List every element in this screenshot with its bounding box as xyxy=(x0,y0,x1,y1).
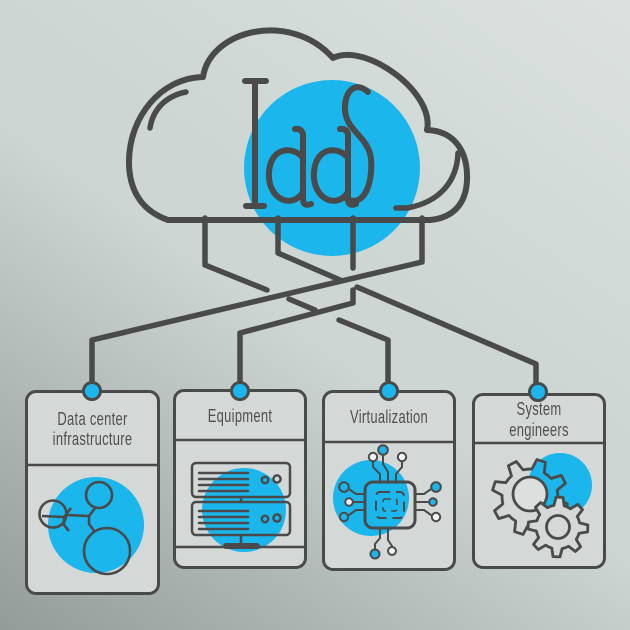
card-header: System engineers xyxy=(475,396,603,443)
connector-line-4 xyxy=(89,215,425,386)
card-system-engineers: System engineers xyxy=(472,393,606,569)
card-header: Virtualization xyxy=(325,393,453,442)
connector-line-2 xyxy=(275,215,539,386)
connector-lines xyxy=(89,215,539,386)
cloud-left-accent-line xyxy=(147,89,189,131)
connector-line-3 xyxy=(237,215,356,386)
connector-line-1 xyxy=(202,215,391,386)
card-equipment: Equipment xyxy=(173,389,307,569)
card-title: Data center infrastructure xyxy=(52,408,133,449)
card-title: Virtualization xyxy=(349,407,428,428)
card-header: Data center infrastructure xyxy=(28,393,157,465)
card-header: Equipment xyxy=(176,392,304,440)
card-data-center-infrastructure: Data center infrastructure xyxy=(25,390,160,595)
card-virtualization: Virtualization xyxy=(322,390,456,571)
iaas-title: IaaS xyxy=(228,78,392,218)
card-title: Equipment xyxy=(207,405,273,426)
card-title: System engineers xyxy=(509,399,569,440)
